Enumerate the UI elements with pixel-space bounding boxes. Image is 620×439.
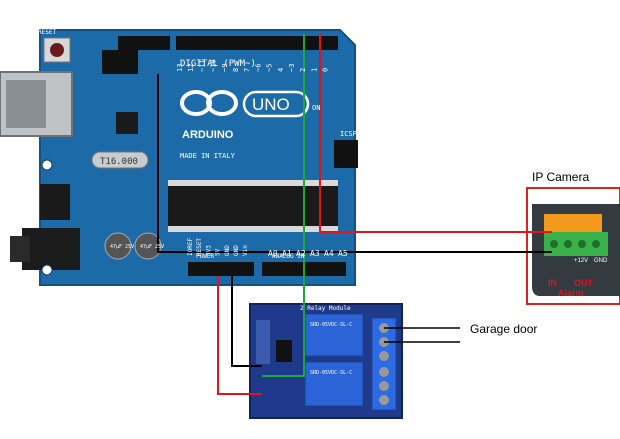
reset-label: RESET — [38, 29, 56, 36]
terminal-screw-d — [592, 240, 600, 248]
capacitor-2 — [134, 232, 162, 260]
arduino-board — [0, 29, 358, 286]
digital-pin-label-5: 8 — [232, 68, 240, 72]
ip-camera — [526, 187, 620, 305]
made-in-label: MADE IN ITALY — [180, 152, 236, 160]
power-label: POWER — [196, 253, 214, 260]
icsp-header — [334, 140, 358, 168]
garage-door-label: Garage door — [470, 322, 538, 336]
analog-pin-label-4: A4 — [324, 249, 334, 258]
relay-1 — [304, 313, 364, 357]
digital-header-left — [118, 36, 170, 50]
terminal-screw-b — [564, 240, 572, 248]
pin-12v-label: +12V — [574, 258, 588, 264]
digital-pin-label-10: ~3 — [288, 64, 296, 72]
optocoupler — [276, 340, 292, 362]
mount-hole-2 — [41, 264, 53, 276]
digital-pin-label-7: ~6 — [254, 64, 262, 72]
analog-pin-label-0: A0 — [268, 249, 278, 258]
microcontroller-chip — [168, 186, 338, 226]
usb-connector-inner — [6, 80, 46, 128]
terminal-screw-a — [550, 240, 558, 248]
terminal-screw-4 — [379, 367, 389, 377]
usb-interface-chip — [116, 112, 138, 134]
power-pin-label-3: 5V — [215, 248, 222, 256]
digital-header-label: DIGITAL (PWM~) — [180, 59, 256, 69]
analog-pin-labels: A0 A1 A2 A3 A4 A5 — [268, 249, 348, 258]
alarm-in-label: IN — [548, 278, 557, 288]
digital-pin-label-4: ~9 — [221, 64, 229, 72]
alarm-label: Alarm — [558, 288, 584, 298]
digital-pin-label-6: 7 — [243, 68, 251, 72]
model-label: UNO — [252, 95, 290, 114]
digital-pin-label-9: 4 — [277, 68, 285, 72]
digital-header — [176, 36, 338, 50]
cap-label-1: 47µF 25V — [110, 244, 134, 250]
relay-terminal-block — [371, 317, 397, 411]
black-ground-wire — [157, 74, 552, 253]
green-signal-wire — [262, 34, 305, 377]
dc-power-jack-front — [10, 236, 30, 262]
terminal-orange — [544, 214, 602, 234]
on-label: ON — [312, 104, 320, 112]
digital-pin-label-13: 0 — [322, 68, 330, 72]
black-gnd-wire — [231, 276, 262, 367]
relay-2-text: SRD-05VDC-SL-C — [310, 370, 352, 376]
reset-button-cap — [50, 43, 64, 57]
relay-module — [249, 303, 403, 419]
relay-title: 2 Relay Module — [300, 305, 351, 312]
crystal — [91, 151, 149, 169]
analog-pin-label-5: A5 — [338, 249, 348, 258]
icsp-label: ICSP — [340, 130, 357, 138]
digital-pin-label-0: 13 — [176, 64, 184, 72]
terminal-screw-6 — [379, 395, 389, 405]
power-pin-label-5: GND — [233, 245, 240, 256]
power-pin-label-0: IOREF — [187, 238, 194, 256]
terminal-screw-3 — [379, 351, 389, 361]
power-pin-label-4: GND — [224, 245, 231, 256]
mount-hole-1 — [41, 159, 53, 171]
digital-pin-label-2: ~11 — [198, 59, 206, 72]
digital-pin-label-3: ~10 — [210, 59, 218, 72]
arduino-logo — [180, 90, 238, 116]
digital-pin-label-11: 2 — [299, 68, 307, 72]
chip-socket-bottom — [168, 226, 338, 232]
red-vcc-wire — [217, 276, 262, 395]
digital-pin-label-12: 1 — [310, 68, 318, 72]
wires — [157, 34, 552, 395]
relay-2 — [304, 361, 364, 407]
power-pin-label-1: RESET — [196, 238, 203, 256]
relay-1-text: SRD-05VDC-SL-C — [310, 322, 352, 328]
pin-gnd-label: GND — [594, 258, 608, 264]
digital-pin-label-8: ~5 — [266, 64, 274, 72]
dc-power-jack — [22, 228, 80, 270]
ip-camera-label: IP Camera — [532, 170, 590, 184]
analog-pin-label-2: A2 — [296, 249, 306, 258]
power-header — [188, 262, 254, 276]
camera-frame — [526, 187, 620, 305]
power-pin-label-2: 3V3 — [205, 245, 212, 256]
crystal-label: T16.000 — [100, 157, 138, 167]
icsp-header-small — [102, 50, 138, 74]
chip-socket-top — [168, 180, 338, 186]
alarm-out-label: OUT — [574, 278, 594, 288]
analog-pin-label-3: A3 — [310, 249, 320, 258]
uno-badge — [242, 90, 310, 118]
digital-pin-label-1: 12 — [187, 64, 195, 72]
cap-label-2: 47µF 25V — [140, 244, 164, 250]
voltage-regulator — [40, 184, 70, 220]
terminal-screw-5 — [379, 381, 389, 391]
power-pin-label-6: Vin — [242, 245, 249, 256]
analog-label: ANALOG IN — [272, 253, 305, 260]
terminal-screw-c — [578, 240, 586, 248]
capacitor-1 — [104, 232, 132, 260]
brand-label: ARDUINO — [182, 129, 234, 141]
analog-pin-label-1: A1 — [282, 249, 292, 258]
red-alarm-wire — [319, 34, 552, 233]
relay-input-header — [256, 320, 270, 364]
